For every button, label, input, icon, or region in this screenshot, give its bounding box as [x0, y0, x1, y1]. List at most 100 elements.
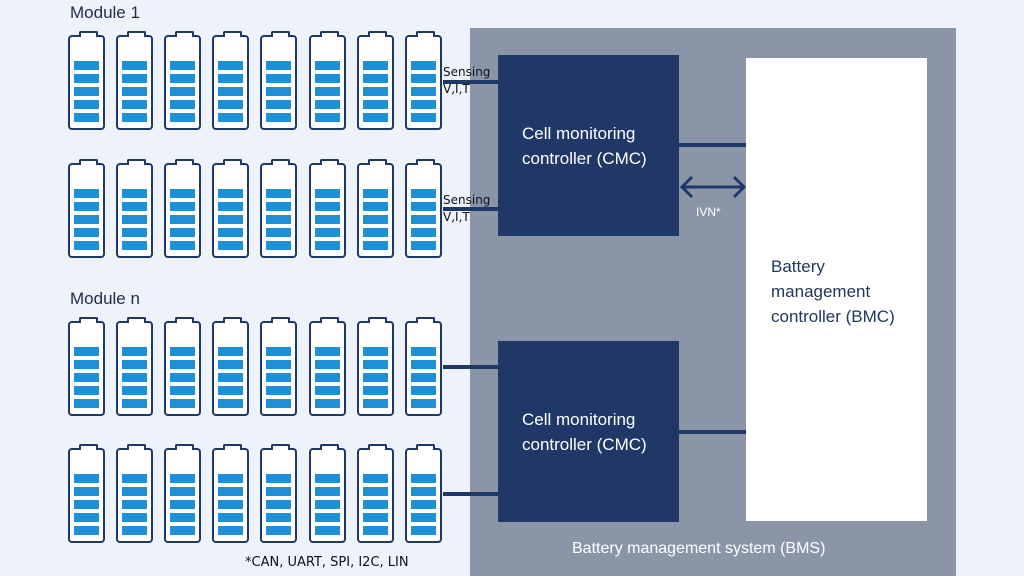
cmc-label-2: Cell monitoring controller (CMC): [522, 410, 647, 454]
charge-bar: [410, 87, 436, 96]
charge-bar: [122, 100, 148, 109]
charge-bar: [314, 500, 340, 509]
battery-cell: [116, 31, 154, 130]
charge-bar: [314, 113, 340, 122]
charge-bar: [314, 61, 340, 70]
charge-bar: [74, 215, 99, 224]
charge-bar: [218, 215, 244, 224]
charge-bar: [410, 189, 436, 198]
battery-cell: [68, 317, 105, 416]
charge-bar: [170, 474, 196, 483]
charge-bar: [122, 228, 148, 237]
charge-bar: [170, 100, 196, 109]
charge-bar: [266, 215, 292, 224]
charge-bar: [170, 360, 196, 369]
charge-bar: [314, 189, 340, 198]
charge-bar: [266, 474, 292, 483]
cmc-bmc-line-1: [679, 143, 746, 147]
battery-cell: [260, 317, 298, 416]
battery-cell: [404, 317, 442, 416]
charge-bar: [74, 189, 99, 198]
charge-bar: [314, 373, 340, 382]
battery-cell: [308, 31, 346, 130]
battery-cell: [68, 31, 105, 130]
charge-bar: [74, 487, 99, 496]
charge-bar: [410, 74, 436, 83]
charge-bar: [266, 228, 292, 237]
charge-bar: [170, 513, 196, 522]
charge-bar: [362, 347, 388, 356]
charge-bar: [362, 500, 388, 509]
bmc-box: Battery management controller (BMC): [746, 58, 927, 521]
battery-cell: [404, 444, 442, 543]
charge-bar: [266, 241, 292, 250]
charge-bar: [74, 360, 99, 369]
charge-bar: [122, 202, 148, 211]
charge-bar: [410, 228, 436, 237]
charge-bar: [170, 189, 196, 198]
charge-bar: [74, 500, 99, 509]
battery-cell: [68, 159, 105, 258]
charge-bar: [266, 113, 292, 122]
charge-bar: [170, 526, 196, 535]
charge-bar: [266, 87, 292, 96]
battery-cell: [212, 159, 250, 258]
charge-bar: [218, 347, 244, 356]
charge-bar: [122, 513, 148, 522]
charge-bar: [218, 399, 244, 408]
charge-bar: [410, 373, 436, 382]
charge-bar: [410, 526, 436, 535]
battery-cell: [212, 317, 250, 416]
battery-cell: [260, 444, 298, 543]
battery-cell: [308, 444, 346, 543]
charge-bar: [314, 526, 340, 535]
charge-bar: [218, 373, 244, 382]
cmc-bmc-line-2: [679, 430, 746, 434]
ivn-label: IVN*: [696, 205, 721, 219]
battery-cell: [116, 159, 154, 258]
sensing-line-1: [443, 80, 499, 84]
charge-bar: [122, 74, 148, 83]
charge-bar: [122, 373, 148, 382]
charge-bar: [74, 347, 99, 356]
charge-bar: [122, 500, 148, 509]
charge-bar: [410, 399, 436, 408]
charge-bar: [362, 487, 388, 496]
charge-bar: [218, 87, 244, 96]
charge-bar: [122, 399, 148, 408]
charge-bar: [362, 228, 388, 237]
charge-bar: [362, 215, 388, 224]
charge-bar: [266, 61, 292, 70]
charge-bar: [218, 500, 244, 509]
charge-bar: [410, 386, 436, 395]
charge-bar: [410, 474, 436, 483]
charge-bar: [410, 487, 436, 496]
charge-bar: [314, 399, 340, 408]
charge-bar: [122, 61, 148, 70]
charge-bar: [170, 386, 196, 395]
charge-bar: [266, 487, 292, 496]
battery-cell: [356, 31, 394, 130]
charge-bar: [218, 202, 244, 211]
charge-bar: [170, 113, 196, 122]
charge-bar: [170, 399, 196, 408]
charge-bar: [170, 487, 196, 496]
battery-cell: [164, 317, 202, 416]
charge-bar: [314, 241, 340, 250]
charge-bar: [122, 474, 148, 483]
charge-bar: [410, 241, 436, 250]
charge-bar: [218, 113, 244, 122]
battery-cell: [164, 159, 202, 258]
charge-bar: [362, 241, 388, 250]
charge-bar: [362, 189, 388, 198]
battery-cell: [308, 317, 346, 416]
charge-bar: [218, 487, 244, 496]
battery-cell: [356, 444, 394, 543]
charge-bar: [314, 347, 340, 356]
charge-bar: [410, 513, 436, 522]
charge-bar: [74, 386, 99, 395]
charge-bar: [314, 87, 340, 96]
charge-bar: [74, 241, 99, 250]
charge-bar: [314, 487, 340, 496]
charge-bar: [314, 474, 340, 483]
